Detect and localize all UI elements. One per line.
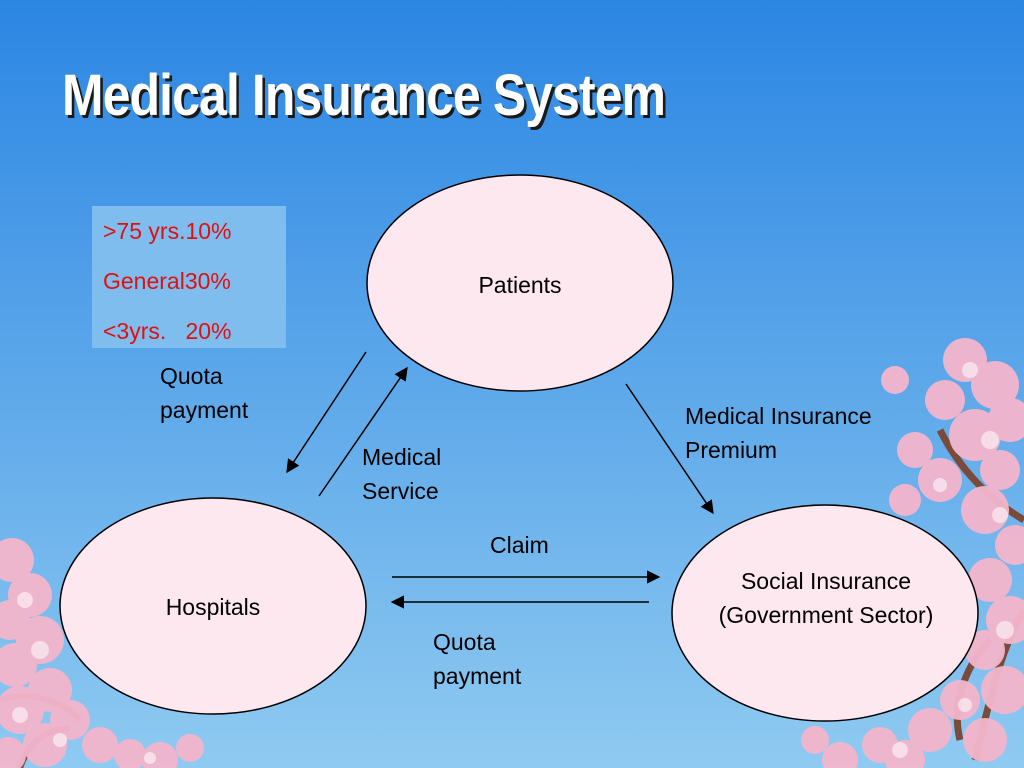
premium-line1: Medical Insurance [685, 403, 872, 429]
rate-under-3: <3yrs. 20% [103, 318, 232, 344]
rates-box [92, 206, 286, 348]
claim-label: Claim [490, 532, 549, 558]
patients-label: Patients [478, 272, 562, 298]
hospitals-node [59, 497, 367, 715]
premium-line2: Premium [685, 437, 778, 463]
social-insurance-node [671, 504, 979, 722]
premium-arrow [625, 383, 714, 515]
quota-payment-bottom-line2: payment [433, 663, 522, 689]
social-insurance-label-line1: Social Insurance [740, 568, 912, 594]
quota-payment-top-line1: Quota [160, 363, 223, 389]
social-insurance-label-line2: (Government Sector) [718, 602, 934, 628]
patients-node [366, 174, 674, 392]
quota-payment-arrow-top [286, 351, 367, 474]
quota-payment-bottom-line1: Quota [433, 629, 496, 655]
hospitals-label: Hospitals [165, 594, 261, 620]
quota-payment-top-line2: payment [160, 397, 249, 423]
rate-over-75: >75 yrs.10% [103, 218, 232, 244]
medical-service-line2: Service [362, 478, 439, 504]
medical-service-line1: Medical [362, 444, 442, 470]
blossom-tree-right-decoration [801, 338, 1024, 768]
blossom-tree-left-decoration [0, 538, 204, 768]
rate-general: General30% [103, 268, 231, 294]
slide-title: Medical Insurance System [62, 63, 666, 128]
medical-service-arrow [318, 366, 408, 497]
